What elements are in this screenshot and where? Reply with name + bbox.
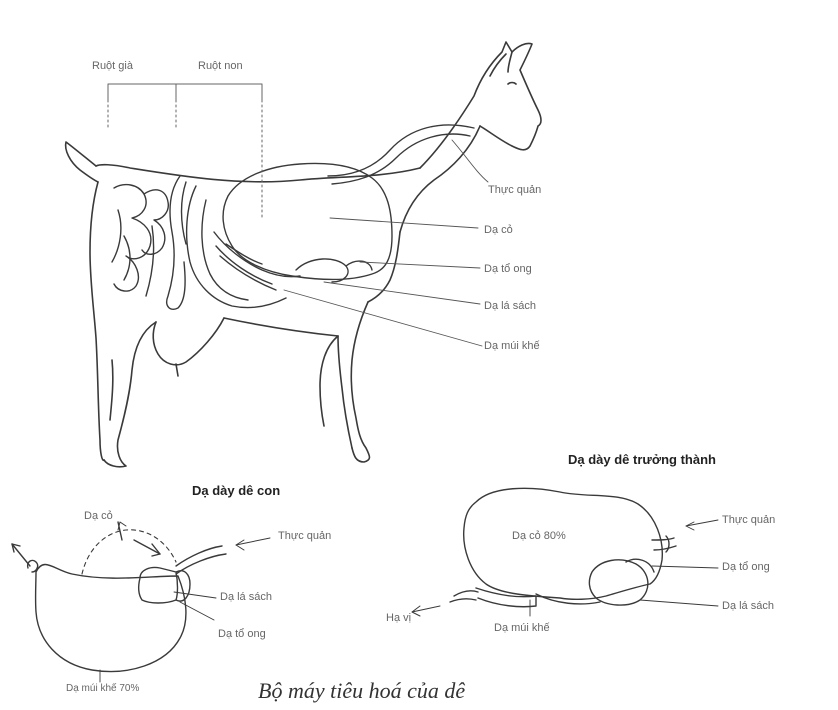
kid-label-rumen: Dạ cỏ <box>84 510 113 522</box>
label-omasum: Dạ lá sách <box>484 300 536 312</box>
esophagus-tube <box>328 125 474 176</box>
adult-stomach-title: Dạ dày dê trưởng thành <box>568 452 716 467</box>
kid-rumen-shape <box>82 530 176 574</box>
kid-stomach-title: Dạ dày dê con <box>192 483 280 498</box>
label-esophagus: Thực quản <box>488 184 541 196</box>
adult-label-esophagus: Thực quản <box>722 514 775 526</box>
label-rumen: Dạ cỏ <box>484 224 513 236</box>
label-abomasum: Dạ múi khế <box>484 340 540 352</box>
adult-label-abomasum: Dạ múi khế <box>494 622 550 634</box>
figure-caption: Bộ máy tiêu hoá của dê <box>258 678 465 704</box>
abomasum-shape <box>187 186 286 308</box>
adult-label-duodenum: Hạ vị <box>386 612 411 624</box>
adult-label-reticulum: Dạ tổ ong <box>722 561 770 573</box>
kid-label-reticulum: Dạ tổ ong <box>218 628 266 640</box>
kid-label-abomasum: Dạ múi khế 70% <box>66 683 139 694</box>
adult-label-rumen: Dạ cỏ 80% <box>512 530 566 542</box>
kid-label-esophagus: Thực quản <box>278 530 331 542</box>
adult-stomach-drawing <box>412 488 718 616</box>
intestine-brackets <box>108 84 262 218</box>
goat-leader-lines <box>284 140 488 346</box>
label-large-intestine: Ruột già <box>92 60 133 72</box>
goat-organs <box>112 125 474 309</box>
kid-abomasum-shape <box>36 565 186 672</box>
adult-label-omasum: Dạ lá sách <box>722 600 774 612</box>
label-reticulum: Dạ tổ ong <box>484 263 532 275</box>
label-small-intestine: Ruột non <box>198 60 243 72</box>
goat-outline <box>66 42 541 467</box>
adult-rumen-shape <box>464 488 663 599</box>
kid-label-omasum: Dạ lá sách <box>220 591 272 603</box>
